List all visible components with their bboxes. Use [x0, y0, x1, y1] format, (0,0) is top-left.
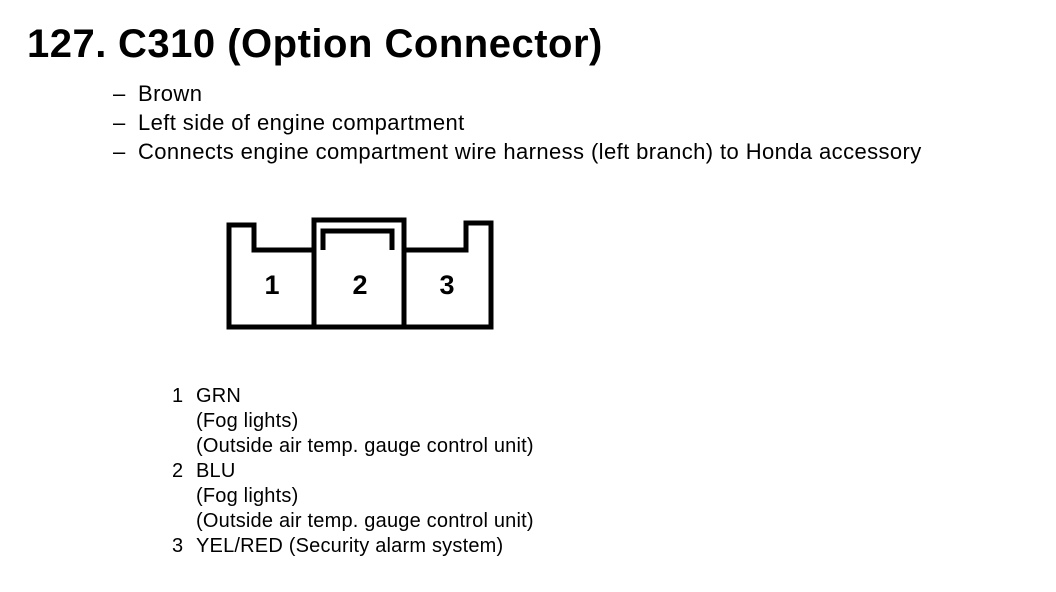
pin-list: 1 GRN (Fog lights) (Outside air temp. gau… — [172, 384, 534, 559]
bullet-list: –Brown –Left side of engine compartment … — [113, 79, 922, 166]
pin-entry: 3 YEL/RED (Security alarm system) — [172, 534, 534, 559]
pin-number: 3 — [172, 535, 184, 557]
pin-entry: 1 GRN (Fog lights) (Outside air temp. gau… — [172, 384, 534, 459]
bullet-item: –Left side of engine compartment — [113, 108, 922, 137]
pin-wire-color: BLU — [196, 460, 236, 482]
pin-line-main: 3 YEL/RED (Security alarm system) — [172, 534, 534, 559]
pin-entry: 2 BLU (Fog lights) (Outside air temp. gau… — [172, 459, 534, 534]
bullet-text: Left side of engine compartment — [138, 110, 465, 135]
bullet-item: –Connects engine compartment wire harnes… — [113, 137, 922, 166]
pin-line-main: 2 BLU — [172, 459, 534, 484]
cavity-label-2: 2 — [352, 270, 367, 300]
bullet-dash: – — [113, 110, 126, 135]
bullet-text: Brown — [138, 81, 203, 106]
connector-latch — [320, 228, 395, 250]
pin-number: 1 — [172, 385, 184, 407]
pin-note: (Outside air temp. gauge control unit) — [196, 510, 534, 532]
pin-note: (Fog lights) — [196, 485, 299, 507]
heading-text: C310 (Option Connector) — [118, 22, 603, 66]
pin-number: 2 — [172, 460, 184, 482]
connector-diagram: 1 2 3 — [226, 217, 494, 330]
bullet-dash: – — [113, 139, 126, 164]
pin-wire-color: YEL/RED (Security alarm system) — [196, 535, 504, 557]
pin-note: (Outside air temp. gauge control unit) — [196, 435, 534, 457]
cavity-label-3: 3 — [439, 270, 454, 300]
page-title: 127.C310 (Option Connector) — [27, 22, 603, 67]
cavity-label-1: 1 — [264, 270, 279, 300]
heading-number: 127. — [27, 22, 107, 66]
pin-line-main: 1 GRN — [172, 384, 534, 409]
bullet-text: Connects engine compartment wire harness… — [138, 139, 922, 164]
bullet-item: –Brown — [113, 79, 922, 108]
pin-wire-color: GRN — [196, 385, 242, 407]
pin-note: (Fog lights) — [196, 410, 299, 432]
bullet-dash: – — [113, 81, 126, 106]
